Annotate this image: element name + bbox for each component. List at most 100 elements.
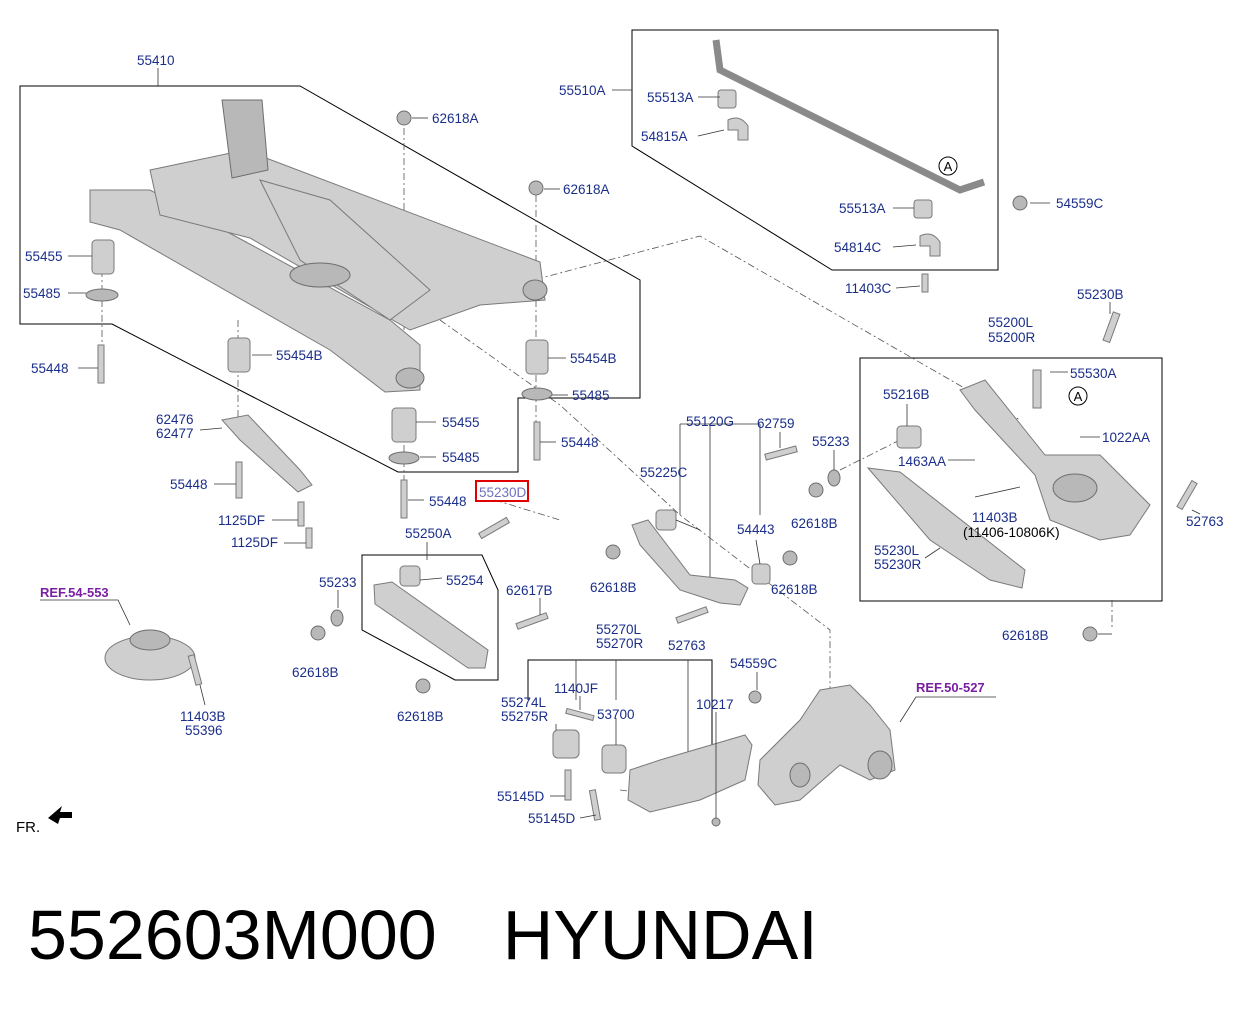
bushing-55274l: [552, 729, 580, 759]
part-label[interactable]: 55455: [442, 415, 480, 430]
part-label[interactable]: 62618A: [432, 111, 479, 126]
part-label[interactable]: 55216B: [883, 387, 930, 402]
bolt-55230b: [1102, 311, 1121, 344]
part-label[interactable]: 55270R: [596, 636, 644, 651]
part-label[interactable]: 55485: [442, 450, 480, 465]
part-label[interactable]: 1140JF: [554, 681, 598, 696]
nut-62618b-upper-right: [782, 550, 798, 566]
link-group-box: [361, 554, 499, 681]
upper-arm-55120g: [631, 519, 749, 606]
part-label[interactable]: 55448: [561, 435, 599, 450]
nut-62618b-link-right: [415, 678, 431, 694]
part-label[interactable]: 62618B: [1002, 628, 1049, 643]
part-label[interactable]: 55120G: [686, 414, 734, 429]
ref-label-50-527[interactable]: REF.50-527: [916, 680, 985, 695]
stabilizer-group-box: [631, 29, 999, 271]
part-label[interactable]: 54559C: [730, 656, 778, 671]
part-label[interactable]: 62759: [757, 416, 795, 431]
part-label[interactable]: 54443: [737, 522, 775, 537]
nut-62618b-upper-left: [605, 544, 621, 560]
trailing-arm-bracket: [527, 659, 713, 780]
highlighted-part-label[interactable]: 55230D: [479, 485, 527, 500]
part-label[interactable]: 55233: [812, 434, 850, 449]
bushing-55513a-1: [717, 89, 737, 109]
bolt-55448-bracket: [235, 461, 243, 499]
part-label[interactable]: 55530A: [1070, 366, 1117, 381]
part-label[interactable]: 55200R: [988, 330, 1036, 345]
part-label[interactable]: 62618B: [397, 709, 444, 724]
washer-55485-left: [85, 288, 119, 302]
part-label[interactable]: 62617B: [506, 583, 553, 598]
lower-arm-55200: [959, 379, 1151, 541]
part-label[interactable]: 55275R: [501, 709, 549, 724]
part-label[interactable]: 55455: [25, 249, 63, 264]
subframe-bushing-55455-left: [91, 239, 115, 275]
part-label[interactable]: (11406-10806K): [963, 525, 1060, 540]
part-label[interactable]: 55254: [446, 573, 484, 588]
part-label[interactable]: 55230B: [1077, 287, 1124, 302]
part-number-title: 552603M000: [28, 896, 437, 974]
bolt-11403b-mount: [187, 654, 203, 686]
part-label[interactable]: 62618B: [771, 582, 818, 597]
bolt-1125df-1: [297, 501, 305, 527]
part-label[interactable]: 10217: [696, 697, 734, 712]
part-label[interactable]: 55485: [23, 286, 61, 301]
front-arrow-icon: [48, 806, 72, 824]
part-label[interactable]: 53700: [597, 707, 635, 722]
part-label[interactable]: 54559C: [1056, 196, 1104, 211]
part-label[interactable]: 55225C: [640, 465, 688, 480]
part-label[interactable]: 11403B: [972, 510, 1018, 525]
part-label[interactable]: 55448: [170, 477, 208, 492]
washer-55233-right: [827, 469, 841, 487]
part-label[interactable]: 62477: [156, 426, 194, 441]
part-label[interactable]: 55510A: [559, 83, 606, 98]
highlighted-part-frame: [475, 480, 529, 502]
part-label[interactable]: 55274L: [501, 695, 547, 710]
part-label[interactable]: 55513A: [839, 201, 886, 216]
part-label[interactable]: 55250A: [405, 526, 452, 541]
part-label[interactable]: 55448: [429, 494, 467, 509]
part-label[interactable]: 52763: [1186, 514, 1224, 529]
link-55530a: [1032, 369, 1042, 409]
part-label[interactable]: 1125DF: [218, 513, 265, 528]
lower-arm-group-box: [859, 357, 1163, 602]
front-direction-label: FR.: [16, 819, 40, 836]
part-label[interactable]: 54814C: [834, 240, 882, 255]
bolt-52763-right: [1176, 479, 1198, 511]
part-label[interactable]: 55230L: [874, 543, 920, 558]
part-label[interactable]: 55230R: [874, 557, 922, 572]
ref-label-54-553[interactable]: REF.54-553: [40, 585, 109, 600]
nut-54559c-lower: [748, 690, 762, 704]
part-label[interactable]: 55485: [572, 388, 610, 403]
bushing-54443: [751, 563, 771, 585]
bushing-55454b-left: [227, 337, 251, 373]
part-label[interactable]: 62618B: [791, 516, 838, 531]
part-label[interactable]: 52763: [668, 638, 706, 653]
part-label[interactable]: 55145D: [528, 811, 576, 826]
part-label[interactable]: 55448: [31, 361, 69, 376]
part-label[interactable]: 55396: [185, 723, 223, 738]
part-label[interactable]: 1125DF: [231, 535, 278, 550]
part-label[interactable]: 55270L: [596, 622, 642, 637]
part-label[interactable]: 54815A: [641, 129, 688, 144]
part-label[interactable]: 62618B: [590, 580, 637, 595]
part-label[interactable]: 55200L: [988, 315, 1034, 330]
part-label[interactable]: 62618B: [292, 665, 339, 680]
part-label[interactable]: 11403B: [180, 709, 226, 724]
part-label[interactable]: 55145D: [497, 789, 545, 804]
part-label[interactable]: 62476: [156, 412, 194, 427]
part-label[interactable]: 62618A: [563, 182, 610, 197]
bushing-55216b: [896, 425, 922, 449]
part-label[interactable]: 55233: [319, 575, 357, 590]
part-label[interactable]: 55410: [137, 53, 175, 68]
part-label[interactable]: 1463AA: [898, 454, 946, 469]
part-label[interactable]: 55454B: [570, 351, 617, 366]
part-label[interactable]: 1022AA: [1102, 430, 1150, 445]
part-label[interactable]: 55454B: [276, 348, 323, 363]
bolt-62759: [764, 445, 798, 461]
clamp-54814c: [919, 233, 941, 257]
shield-55230l: [866, 467, 1026, 589]
part-label[interactable]: 11403C: [845, 281, 892, 296]
part-label[interactable]: 55513A: [647, 90, 694, 105]
